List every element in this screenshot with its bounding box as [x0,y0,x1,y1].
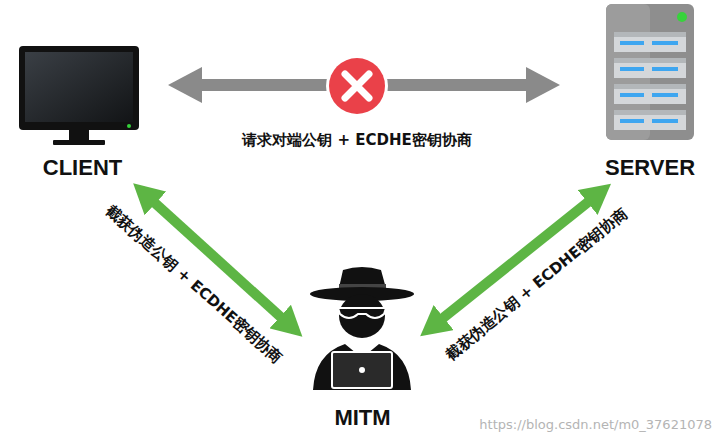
edge-label: 截获伪造公钥 + ECDHE密钥协商 [99,198,289,370]
attacker-node: MITM [305,262,420,432]
deny-mark [326,55,388,117]
node-label: CLIENT [43,156,122,182]
node-icon [598,0,702,182]
edge-label: 截获伪造公钥 + ECDHE密钥协商 [439,201,634,367]
node-label: MITM [334,406,390,432]
client-node: CLIENT [15,42,150,182]
node-label: SERVER [605,156,695,182]
edge-label: 请求对端公钥 + ECDHE密钥协商 [239,130,475,151]
server-node: SERVER [598,0,702,182]
watermark: https://blog.csdn.net/m0_37621078 [479,417,712,432]
